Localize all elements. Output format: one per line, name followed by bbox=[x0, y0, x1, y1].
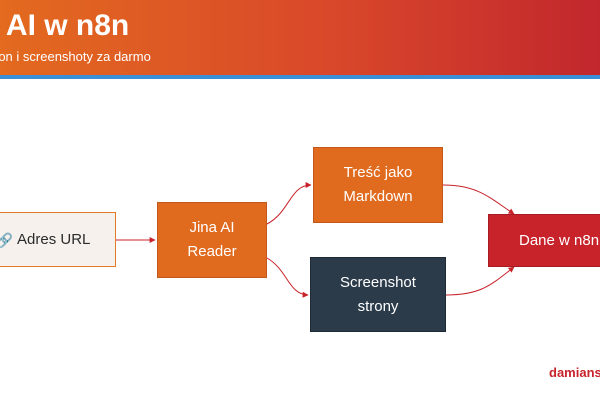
link-icon: 🔗 bbox=[0, 231, 14, 248]
node-markdown-content: Treść jako Markdown bbox=[313, 147, 443, 223]
node-markdown-line1: Treść jako bbox=[343, 164, 413, 181]
node-jina-reader: Jina AI Reader bbox=[157, 202, 267, 278]
page-title: a AI w n8n bbox=[0, 9, 130, 42]
node-screenshot-line2: strony bbox=[357, 297, 399, 315]
connector-screenshot-to-dane bbox=[445, 266, 515, 296]
node-jina-line2: Reader bbox=[187, 243, 237, 260]
connector-markdown-to-dane bbox=[442, 184, 515, 215]
page-subtitle: ron i screenshoty za darmo bbox=[0, 49, 151, 64]
node-screenshot-line1: Screenshot bbox=[340, 273, 416, 291]
node-markdown-line2: Markdown bbox=[343, 188, 413, 205]
node-page-screenshot: Screenshot strony bbox=[310, 257, 446, 332]
connector-jina-to-markdown bbox=[266, 182, 312, 225]
node-url-label: Adres URL bbox=[17, 230, 91, 248]
node-jina-line1: Jina AI bbox=[189, 219, 235, 236]
header-bar: a AI w n8n ron i screenshoty za darmo bbox=[0, 0, 600, 75]
node-dane-label: Dane w n8n bbox=[519, 231, 600, 249]
node-data-in-n8n: Dane w n8n bbox=[488, 214, 600, 267]
footer-brand: damians bbox=[549, 365, 600, 380]
node-url-input: 🔗 Adres URL bbox=[0, 212, 116, 267]
header-accent-stripe bbox=[0, 75, 600, 79]
connector-jina-to-screenshot bbox=[266, 257, 309, 298]
